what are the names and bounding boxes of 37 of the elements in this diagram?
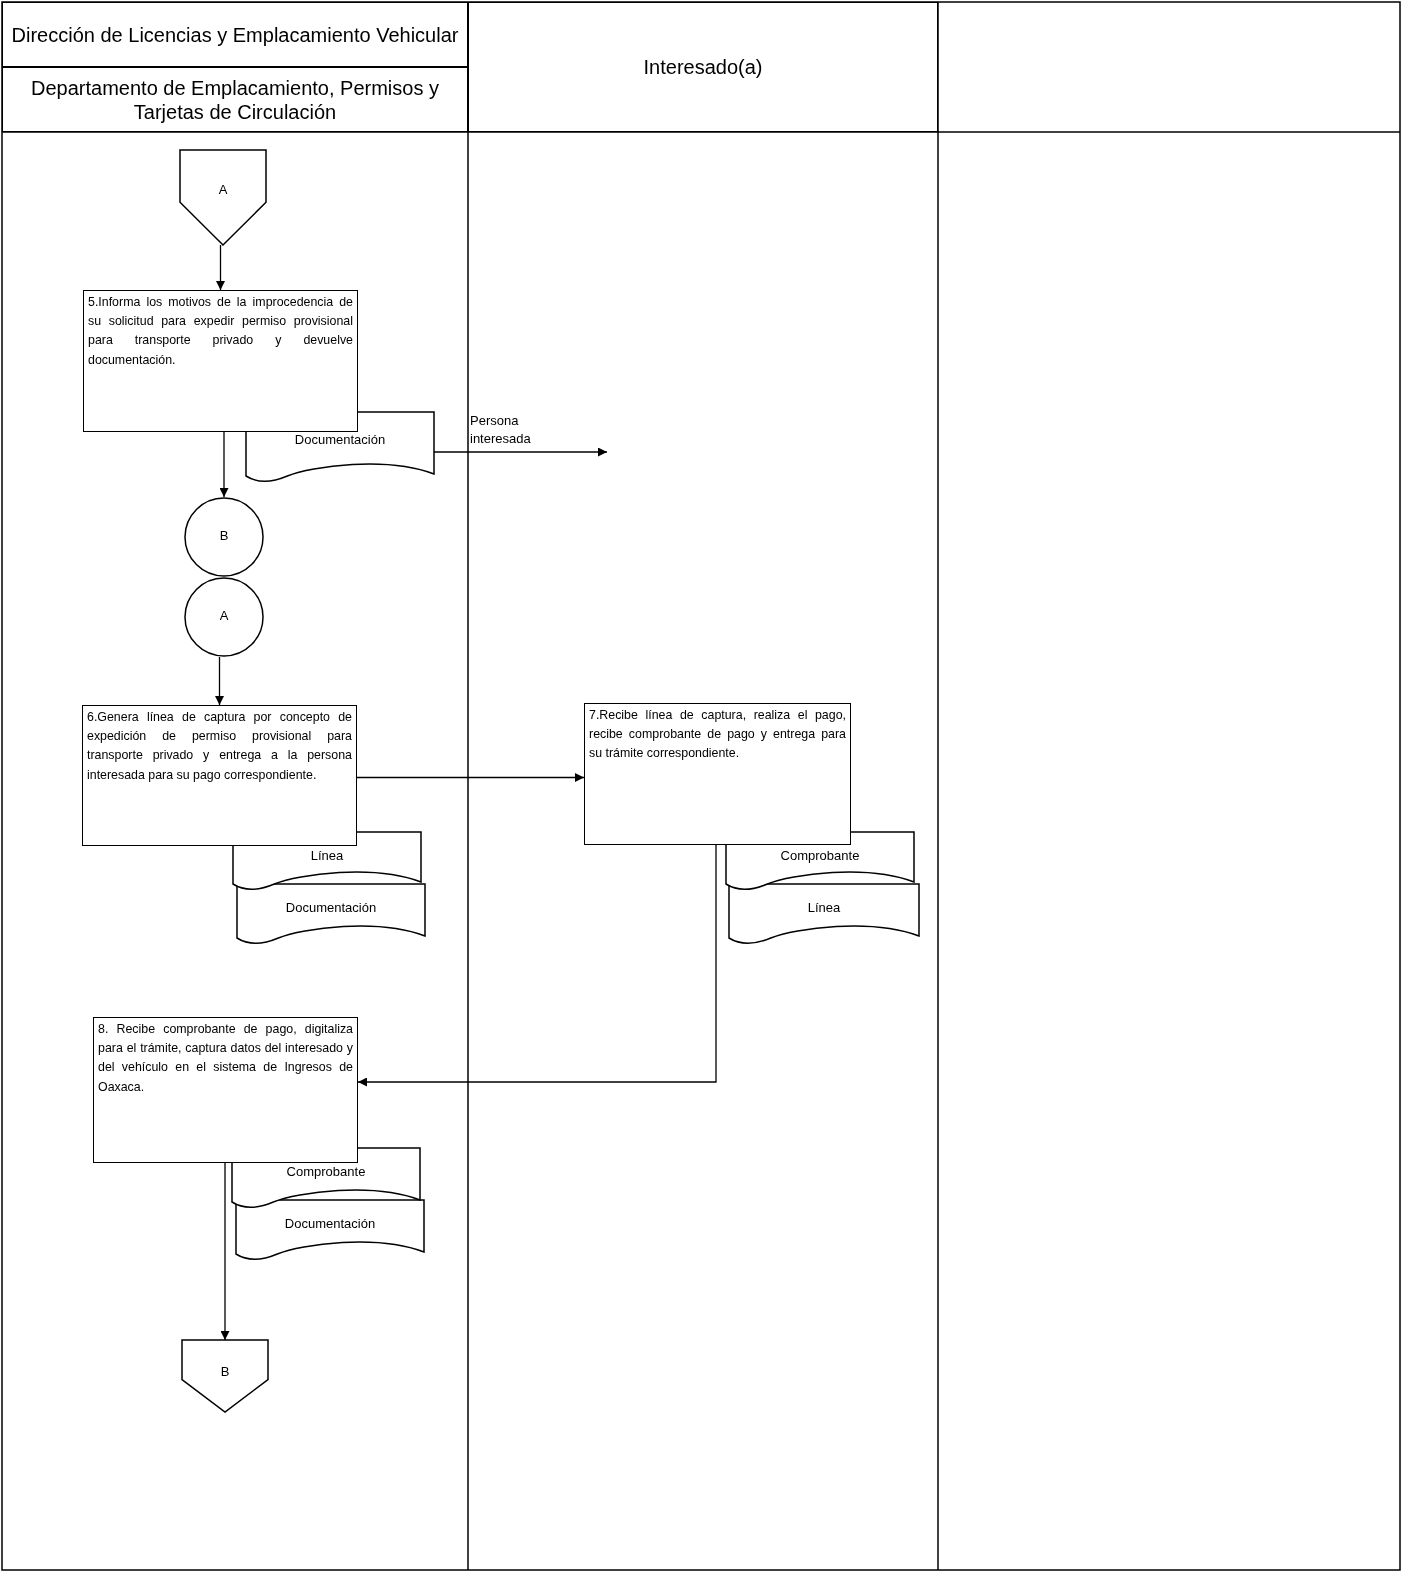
- document-shape: [236, 1200, 424, 1262]
- arrow: [356, 773, 585, 782]
- arrow: [433, 447, 608, 457]
- document-shape: [237, 884, 425, 946]
- node-text: 7.Recibe línea de captura, realiza el pago, recibe comprobante de pago y entrega para su trámite correspondiente.: [589, 707, 846, 763]
- node-text: Departamento de Emplacamiento, Permisos y Tarjetas de Circulación: [30, 75, 440, 124]
- node-text: Comprobante: [285, 1164, 367, 1179]
- connector-circle: [184, 497, 264, 577]
- lane-header: [2, 2, 468, 67]
- node-text: B: [218, 528, 230, 543]
- node-text: 5.Informa los motivos de la improcedencia de su solicitud para expedir permiso provisional para transporte privado y devuelve documentación.: [88, 294, 353, 369]
- arrow: [357, 844, 717, 1087]
- node-text: Documentación: [284, 900, 378, 915]
- lane-header: [468, 2, 938, 132]
- node-text: 6.Genera línea de captura por concepto de expedición de permiso provisional para transporte privado y entrega a la persona interesada para su pago correspondiente.: [87, 709, 352, 784]
- node-text: Documentación: [293, 432, 387, 447]
- node-text: A: [218, 608, 230, 623]
- document-shape: [729, 884, 919, 946]
- node-text: Documentación: [283, 1216, 377, 1231]
- node-text: Línea: [309, 848, 345, 863]
- arrow: [219, 431, 229, 498]
- lane-header: [2, 67, 468, 132]
- arrow: [220, 1162, 230, 1341]
- off-page-connector: [182, 1340, 268, 1412]
- document-shape: [246, 412, 434, 484]
- node-text: B: [219, 1364, 231, 1379]
- edge-label: Persona interesada: [470, 412, 532, 448]
- connector-circle: [184, 577, 264, 657]
- node-text: 8. Recibe comprobante de pago, digitaliza para el trámite, captura datos del interesado y del vehículo en el sistema de Ingresos de Oaxaca.: [98, 1021, 353, 1096]
- node-text: Interesado(a): [643, 55, 763, 79]
- arrow: [216, 244, 225, 291]
- arrow: [215, 656, 224, 706]
- off-page-connector: [180, 150, 266, 245]
- node-text: Comprobante: [779, 848, 861, 863]
- node-text: Línea: [806, 900, 842, 915]
- node-text: Dirección de Licencias y Emplacamiento Vehicular: [11, 22, 459, 47]
- node-text: A: [217, 182, 229, 197]
